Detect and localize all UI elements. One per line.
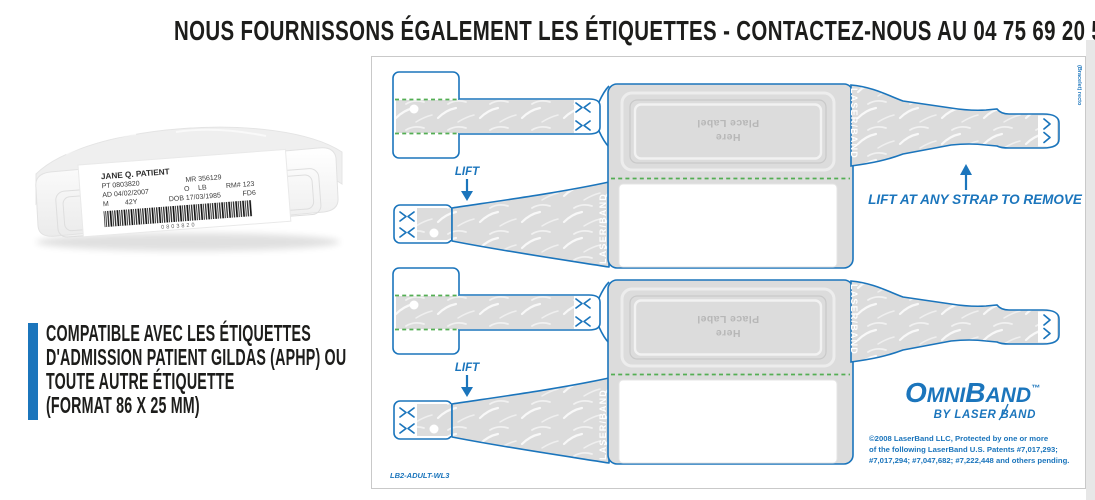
note-line: D'ADMISSION PATIENT GILDAS (APHP) OU	[46, 344, 347, 370]
place-label-text: Place Label	[697, 313, 759, 325]
copyright-line: of the following LaserBand U.S. Patents …	[869, 445, 1058, 454]
label-o: O	[184, 186, 191, 193]
accent-bar	[28, 323, 38, 420]
laserband-watermark: LASER/BAND	[849, 284, 859, 355]
note-line: TOUTE AUTRE ÉTIQUETTE	[46, 368, 235, 394]
label-lb: LB	[198, 184, 207, 192]
barcode	[103, 200, 253, 228]
place-label-text: Here	[716, 327, 741, 339]
lift-arrow-icon	[461, 375, 473, 397]
page-edge-strip	[1086, 40, 1095, 500]
lift-label: LIFT	[455, 166, 480, 178]
label-rm: RM# 123	[226, 181, 255, 190]
label-sex: M	[103, 201, 110, 208]
label-dob: DOB 17/03/1985	[169, 192, 222, 203]
copyright: ©2008 LaserBand LLC, Protected by one or…	[869, 434, 1069, 465]
laserband-watermark: LASER/BAND	[598, 193, 608, 264]
wristband-photo: JANE Q. PATIENT PT 0803820 MR 356129 AD …	[35, 126, 343, 251]
svg-text:OMNIBAND™: OMNIBAND™	[905, 377, 1040, 408]
sheet-svg: Place Label Here LASER/BAND LASER/BAND L…	[390, 65, 1083, 480]
lift-label: LIFT	[455, 362, 480, 374]
place-label-text: Place Label	[697, 117, 759, 129]
label-mr: MR 356129	[185, 174, 222, 184]
page-title-text: NOUS FOURNISSONS ÉGALEMENT LES ÉTIQUETTE…	[173, 15, 1095, 46]
label-age: 42Y	[125, 199, 138, 207]
compatibility-note: COMPATIBLE AVEC LES ÉTIQUETTES D'ADMISSI…	[46, 321, 530, 417]
note-line: (FORMAT 86 X 25 MM)	[46, 392, 200, 418]
place-label-text: Here	[716, 131, 741, 143]
wristband-unit-1: Place Label Here LASER/BAND LASER/BAND L…	[391, 70, 1061, 270]
lift-up-arrow-icon	[960, 164, 972, 190]
label-ad: AD 04/02/2007	[102, 189, 149, 199]
band-shadow	[36, 233, 340, 251]
copyright-line: #7,017,294; #7,047,682; #7,222,448 and o…	[869, 456, 1069, 465]
page-title: NOUS FOURNISSONS ÉGALEMENT LES ÉTIQUETTE…	[0, 15, 1095, 47]
remove-instruction: LIFT AT ANY STRAP TO REMOVE	[868, 164, 1083, 207]
note-line: COMPATIBLE AVEC LES ÉTIQUETTES	[46, 320, 311, 346]
laserband-swoosh-icon	[998, 403, 1009, 421]
edge-code: (Bracelet) recto	[1076, 65, 1082, 106]
barcode-number: 0803820	[161, 222, 197, 231]
copyright-line: ©2008 LaserBand LLC, Protected by one or…	[869, 434, 1049, 443]
patient-label: JANE Q. PATIENT PT 0803820 MR 356129 AD …	[77, 148, 292, 238]
product-code: LB2-ADULT-WL3	[390, 471, 450, 480]
label-fd: FD6	[242, 190, 256, 198]
label-pt: PT 0803820	[101, 180, 140, 190]
sheet-diagram: Place Label Here LASER/BAND LASER/BAND L…	[371, 56, 1086, 489]
lift-arrow-icon	[461, 179, 473, 201]
wristband-unit-2: Place Label Here LASER/BAND LASER/BAND L…	[391, 266, 1061, 466]
laserband-watermark: LASER/BAND	[598, 389, 608, 460]
laserband-watermark: LASER/BAND	[849, 88, 859, 159]
remove-instruction-text: LIFT AT ANY STRAP TO REMOVE	[868, 192, 1083, 207]
